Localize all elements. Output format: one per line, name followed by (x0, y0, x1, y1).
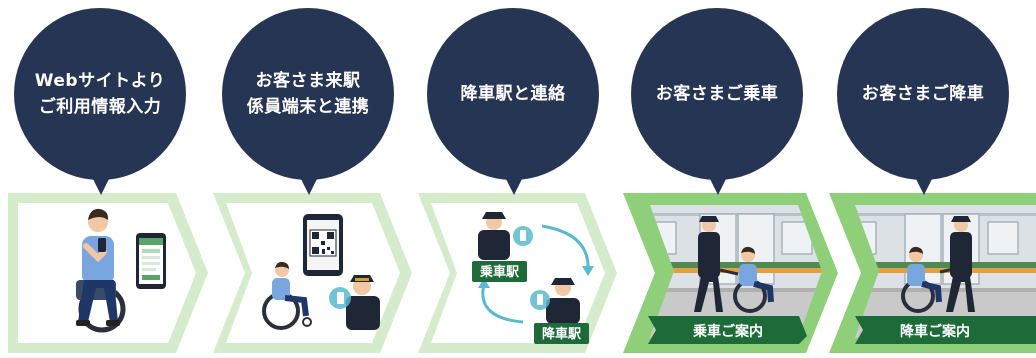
alighting-station-staff (530, 278, 580, 324)
alighting-station-tag-label: 降車駅 (542, 326, 582, 342)
alighting-staff-pushing (946, 216, 975, 312)
boarding-staff-pushing (694, 216, 723, 312)
step-3-bubble: 降車駅と連絡 (427, 8, 599, 195)
step-5-line-1: お客さまご降車 (861, 84, 985, 104)
step-1-line-1: Webサイトより (34, 71, 166, 91)
step-4-line-1: お客さまご乗車 (655, 84, 779, 104)
smartphone-app-icon (136, 233, 166, 289)
boarding-station-staff (478, 212, 533, 260)
boarding-station-tag: 乗車駅 (472, 261, 527, 282)
qr-code-smartphone-icon (303, 214, 343, 276)
step-1-bubble: Webサイトより ご利用情報入力 (14, 8, 186, 195)
step-3-line-1: 降車駅と連絡 (460, 84, 566, 104)
step-2-bubble: お客さま来駅 係員端末と連携 (222, 8, 394, 195)
wheelchair-user-illustration (262, 261, 312, 330)
step-1-line-2: ご利用情報入力 (38, 97, 162, 117)
alighting-wheelchair-user (901, 246, 959, 313)
step-4-bubble: お客さまご乗車 (631, 8, 803, 195)
customer-with-smartphone-illustration (76, 208, 126, 333)
staff-with-terminal-illustration (329, 275, 380, 330)
alighting-station-tag: 降車駅 (534, 323, 589, 344)
boarding-station-tag-label: 乗車駅 (479, 264, 520, 280)
alighting-guide-banner: 降車ご案内 (855, 316, 1036, 344)
boarding-guide-label: 乗車ご案内 (692, 323, 763, 340)
step-2-line-1: お客さま来駅 (255, 71, 361, 91)
alighting-guide-label: 降車ご案内 (900, 323, 970, 340)
step-5-panel (829, 193, 1036, 353)
step-4-bubble-tail (709, 177, 727, 195)
alighting-train-scene (855, 205, 1036, 338)
step-5-bubble: お客さまご降車 (837, 8, 1009, 195)
communication-arrows (478, 224, 594, 324)
step-2-bubble-tail (300, 177, 318, 195)
step-5-bubble-tail (915, 177, 933, 195)
step-3-bubble-tail (505, 177, 523, 195)
boarding-guide-banner: 乗車ご案内 (648, 316, 807, 344)
step-1-bubble-tail (92, 177, 110, 195)
step-2-line-2: 係員端末と連携 (246, 97, 370, 117)
boarding-wheelchair-user (719, 246, 774, 313)
